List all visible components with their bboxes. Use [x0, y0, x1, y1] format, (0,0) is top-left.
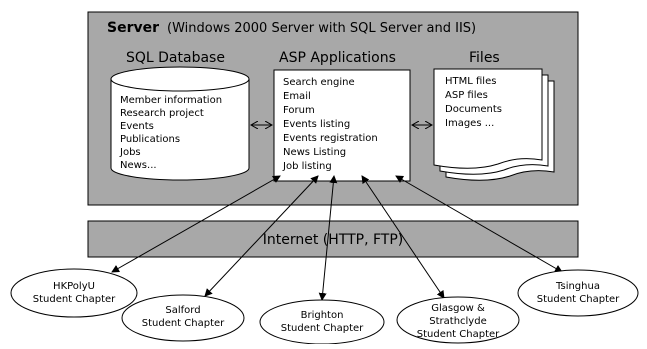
chapter-brighton: Brighton Student Chapter [259, 299, 385, 345]
sql-database-list: Member information Research project Even… [119, 95, 222, 171]
list-item: News Listing [283, 147, 346, 158]
list-item: Events listing [283, 119, 350, 130]
list-item: Research project [120, 108, 204, 119]
asp-applications-box [273, 69, 411, 182]
connector-tsinghua [395, 175, 563, 273]
chapter-name: Tsinghua [555, 281, 600, 292]
list-item: ASP files [445, 90, 488, 101]
chapter-hkpolyu: HKPolyU Student Chapter [10, 268, 138, 318]
files-heading: Files [469, 50, 500, 66]
chapter-label: Student Chapter [417, 329, 500, 340]
sql-database-cylinder [110, 66, 250, 181]
asp-applications-list: Search engine Email Forum Events listing… [282, 77, 378, 172]
list-item: Job listing [282, 161, 332, 172]
chapter-name: Strathclyde [429, 316, 486, 327]
chapter-label: Student Chapter [281, 323, 364, 334]
list-item: Search engine [283, 77, 355, 88]
chapter-salford: Salford Student Chapter [121, 294, 245, 342]
chapter-name: Brighton [301, 310, 344, 321]
list-item: Jobs [119, 147, 141, 158]
chapter-label: Student Chapter [537, 294, 620, 305]
server-title: Server [107, 20, 159, 36]
chapter-tsinghua: Tsinghua Student Chapter [517, 269, 639, 317]
list-item: Publications [120, 134, 180, 145]
chapter-label: Student Chapter [142, 318, 225, 329]
list-item: Email [283, 91, 311, 102]
list-item: Images ... [445, 118, 494, 129]
files-list: HTML files ASP files Documents Images ..… [445, 76, 502, 129]
sql-database-heading: SQL Database [126, 50, 225, 66]
files-document-stack [433, 68, 555, 181]
server-subtitle: (Windows 2000 Server with SQL Server and… [167, 21, 476, 36]
list-item: Events registration [283, 133, 378, 144]
list-item: News... [120, 160, 157, 171]
chapter-name: Salford [165, 305, 200, 316]
chapter-name: HKPolyU [53, 281, 95, 292]
list-item: HTML files [445, 76, 496, 87]
list-item: Documents [445, 104, 502, 115]
chapter-label: Student Chapter [33, 294, 116, 305]
connector-salford [204, 175, 319, 297]
asp-applications-heading: ASP Applications [279, 50, 396, 66]
list-item: Events [120, 121, 154, 132]
chapter-connectors [111, 175, 563, 301]
chapter-name: Glasgow & [431, 303, 485, 314]
chapter-glasgow-strathclyde: Glasgow & Strathclyde Student Chapter [396, 296, 520, 344]
internet-label: Internet (HTTP, FTP) [263, 232, 404, 248]
list-item: Member information [120, 95, 222, 106]
connector-brighton [318, 175, 338, 301]
list-item: Forum [283, 105, 315, 116]
